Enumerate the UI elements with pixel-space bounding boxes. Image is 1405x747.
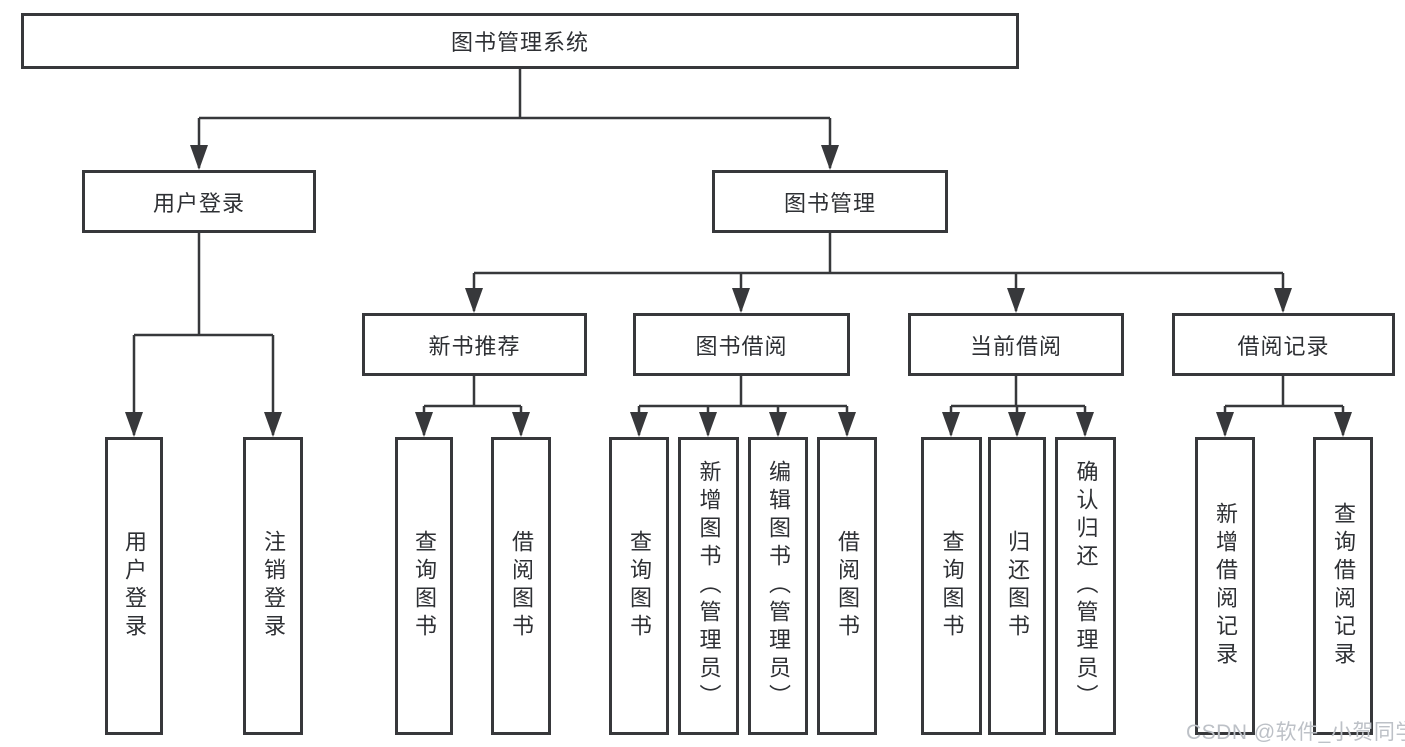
arrowheads bbox=[125, 145, 1352, 437]
leaf-query-borrow-record: 查询借阅记录 bbox=[1313, 437, 1373, 735]
leaf-query-books-current: 查询图书 bbox=[921, 437, 982, 735]
leaf-query-books-recommend: 查询图书 bbox=[395, 437, 453, 735]
leaf-borrow-books-recommend: 借阅图书 bbox=[491, 437, 551, 735]
node-book-borrowing-label: 图书借阅 bbox=[695, 333, 788, 359]
node-book-management: 图书管理 bbox=[712, 170, 948, 233]
node-root-system: 图书管理系统 bbox=[21, 13, 1019, 69]
leaf-query-books-borrowing: 查询图书 bbox=[609, 437, 669, 735]
leaf-add-books-admin: 新增图书（管理员） bbox=[678, 437, 739, 735]
node-book-management-label: 图书管理 bbox=[783, 190, 876, 216]
node-user-login-label: 用户登录 bbox=[152, 190, 245, 216]
leaf-edit-books-admin-label: 编辑图书（管理员） bbox=[766, 460, 791, 712]
leaf-confirm-return-admin: 确认归还（管理员） bbox=[1055, 437, 1116, 735]
leaf-query-books-current-label: 查询图书 bbox=[939, 530, 965, 642]
leaf-logout-label: 注销登录 bbox=[261, 530, 286, 642]
leaf-return-books: 归还图书 bbox=[988, 437, 1046, 735]
node-user-login: 用户登录 bbox=[82, 170, 316, 233]
leaf-add-books-admin-label: 新增图书（管理员） bbox=[696, 460, 722, 712]
leaf-edit-books-admin: 编辑图书（管理员） bbox=[748, 437, 808, 735]
connector-borrowing-records-to-leaves bbox=[1223, 376, 1345, 435]
leaf-query-books-recommend-label: 查询图书 bbox=[412, 530, 437, 642]
leaf-return-books-label: 归还图书 bbox=[1005, 530, 1030, 642]
node-book-borrowing: 图书借阅 bbox=[633, 313, 850, 376]
node-borrowing-records: 借阅记录 bbox=[1172, 313, 1395, 376]
leaf-query-borrow-record-label: 查询借阅记录 bbox=[1331, 502, 1356, 670]
node-new-book-recommendation: 新书推荐 bbox=[362, 313, 587, 376]
connector-book-management-to-sections bbox=[472, 233, 1285, 311]
connector-root-to-level2 bbox=[197, 69, 832, 168]
connector-new-book-recommendation-to-leaves bbox=[422, 376, 523, 435]
leaf-borrow-books-recommend-label: 借阅图书 bbox=[509, 530, 534, 642]
node-current-borrowing: 当前借阅 bbox=[908, 313, 1124, 376]
leaf-borrow-books: 借阅图书 bbox=[817, 437, 877, 735]
leaf-user-login-label: 用户登录 bbox=[122, 530, 147, 642]
node-root-system-label: 图书管理系统 bbox=[450, 30, 589, 55]
leaf-add-borrow-record-label: 新增借阅记录 bbox=[1213, 502, 1238, 670]
connector-user-login-to-leaves bbox=[132, 233, 275, 435]
leaf-confirm-return-admin-label: 确认归还（管理员） bbox=[1073, 460, 1099, 712]
leaf-query-books-borrowing-label: 查询图书 bbox=[627, 530, 652, 642]
node-borrowing-records-label: 借阅记录 bbox=[1237, 333, 1330, 359]
leaf-add-borrow-record: 新增借阅记录 bbox=[1195, 437, 1255, 735]
node-current-borrowing-label: 当前借阅 bbox=[969, 333, 1062, 359]
leaf-logout: 注销登录 bbox=[243, 437, 303, 735]
node-new-book-recommendation-label: 新书推荐 bbox=[428, 333, 521, 359]
leaf-user-login: 用户登录 bbox=[105, 437, 163, 735]
leaf-borrow-books-label: 借阅图书 bbox=[835, 530, 860, 642]
connector-book-borrowing-to-leaves bbox=[637, 376, 849, 435]
csdn-watermark: CSDN @软件_小贺同学 bbox=[1186, 721, 1405, 744]
